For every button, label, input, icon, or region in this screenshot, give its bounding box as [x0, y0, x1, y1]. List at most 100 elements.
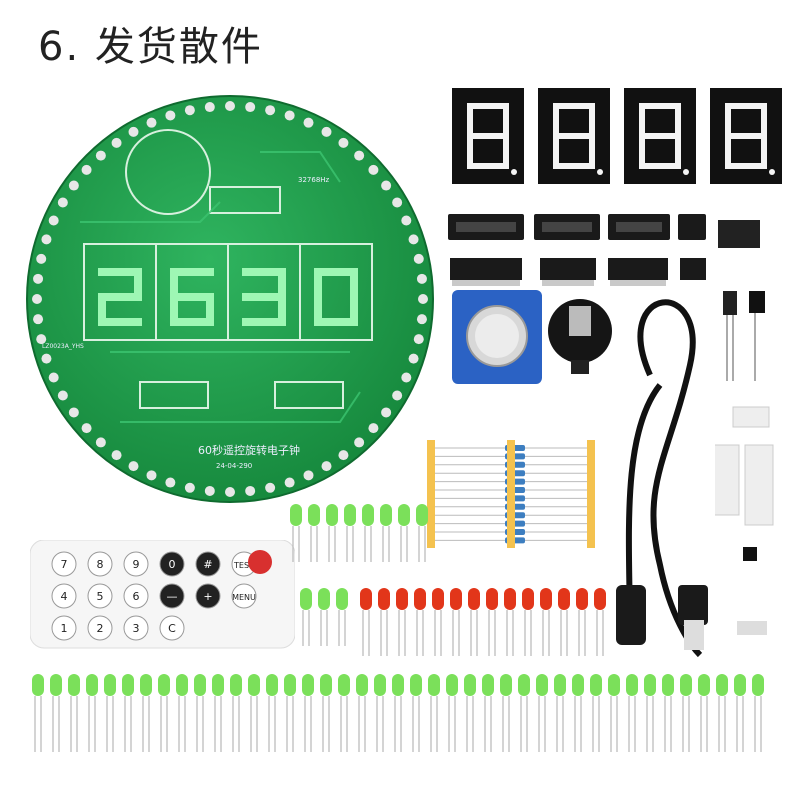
led: [176, 674, 188, 752]
pcb-led-pad: [265, 105, 276, 116]
remote-button-label: 1: [61, 622, 68, 635]
pcb-led-pad: [111, 450, 122, 461]
pcb-led-pad: [146, 117, 157, 128]
led: [380, 504, 392, 562]
remote-button[interactable]: [195, 551, 221, 577]
remote-button[interactable]: [159, 583, 185, 609]
pcb-led-pad: [36, 334, 47, 345]
pcb-led-pad: [41, 234, 52, 245]
remote-button[interactable]: [159, 551, 185, 577]
pcb-led-pad: [81, 423, 92, 434]
led: [608, 674, 620, 752]
pcb-board: 60秒遥控旋转电子钟 24-04-290 32768Hz LZ0023A_YHS: [26, 95, 434, 503]
resistor-tape: [507, 440, 515, 548]
resistor-tape: [427, 440, 435, 548]
pcb-led-pad: [165, 477, 176, 488]
remote-button-label: 6: [133, 590, 140, 603]
pcb-led-pad: [416, 314, 427, 325]
pcb-led-pad: [408, 353, 419, 364]
pcb-led-pad: [68, 180, 79, 191]
pcb-led-pad: [413, 334, 424, 345]
pcb-led-pad: [184, 482, 195, 493]
pcb-led-pad: [111, 137, 122, 148]
led: [212, 674, 224, 752]
remote-button[interactable]: [159, 615, 185, 641]
led: [300, 588, 312, 646]
pcb-led-pad: [33, 314, 44, 325]
led: [392, 674, 404, 752]
led: [122, 674, 134, 752]
pcb-led-pad: [204, 102, 215, 113]
led: [522, 588, 534, 656]
remote-power-button[interactable]: [248, 550, 272, 574]
pcb-led-pad: [184, 105, 195, 116]
led: [554, 674, 566, 752]
pcb-led-pad: [95, 150, 106, 161]
pcb-led-pad: [392, 197, 403, 208]
led: [540, 588, 552, 656]
pcb-led-pad: [392, 390, 403, 401]
led: [104, 674, 116, 752]
led: [464, 674, 476, 752]
remote-button[interactable]: [87, 551, 113, 577]
remote-button-label: 0: [169, 558, 176, 571]
remote-button-label: 3: [133, 622, 140, 635]
led: [572, 674, 584, 752]
led: [362, 504, 374, 562]
led: [336, 588, 348, 646]
pcb-led-pad: [204, 485, 215, 496]
pcb-led-pad: [284, 110, 295, 121]
remote-button[interactable]: [231, 583, 257, 609]
segment-displays: [452, 88, 792, 188]
led: [416, 504, 428, 562]
led: [468, 588, 480, 656]
remote-button[interactable]: [87, 583, 113, 609]
remote-button[interactable]: [51, 551, 77, 577]
pcb-led-pad: [95, 437, 106, 448]
pcb-led-pad: [265, 482, 276, 493]
remote-button[interactable]: [123, 551, 149, 577]
remote-button[interactable]: [123, 583, 149, 609]
led: [518, 674, 530, 752]
led: [344, 504, 356, 562]
led: [504, 588, 516, 656]
ic-sockets: [448, 214, 760, 286]
pcb-led-pad: [165, 110, 176, 121]
pcb-led-pad: [36, 253, 47, 264]
page-title: 6. 发货散件: [38, 24, 263, 70]
remote-button-label: 4: [61, 590, 68, 603]
led: [536, 674, 548, 752]
pcb-led-pad: [57, 390, 68, 401]
led: [576, 588, 588, 656]
pcb-led-pad: [401, 215, 412, 226]
pcb-led-pad: [354, 437, 365, 448]
pcb-led-pad: [368, 164, 379, 175]
led: [432, 588, 444, 656]
pcb-led-pad: [57, 197, 68, 208]
remote-button[interactable]: [87, 615, 113, 641]
remote-button-label: +: [203, 590, 212, 603]
led: [558, 588, 570, 656]
led: [446, 674, 458, 752]
led: [396, 588, 408, 656]
pcb-led-pad: [41, 353, 52, 364]
resistor-tape: [587, 440, 595, 548]
remote-button[interactable]: [51, 583, 77, 609]
led: [158, 674, 170, 752]
led: [680, 674, 692, 752]
pcb-led-pad: [32, 294, 42, 304]
pcb-led-pad: [303, 470, 314, 481]
coin-battery: [452, 290, 542, 384]
pcb-led-pad: [401, 372, 412, 383]
led: [338, 674, 350, 752]
remote-button[interactable]: [123, 615, 149, 641]
led: [302, 674, 314, 752]
led: [734, 674, 746, 752]
led: [194, 674, 206, 752]
remote-button[interactable]: [51, 615, 77, 641]
pcb-led-pad: [381, 407, 392, 418]
remote-button[interactable]: [195, 583, 221, 609]
remote-button-label: 5: [97, 590, 104, 603]
pcb-led-pad: [338, 137, 349, 148]
